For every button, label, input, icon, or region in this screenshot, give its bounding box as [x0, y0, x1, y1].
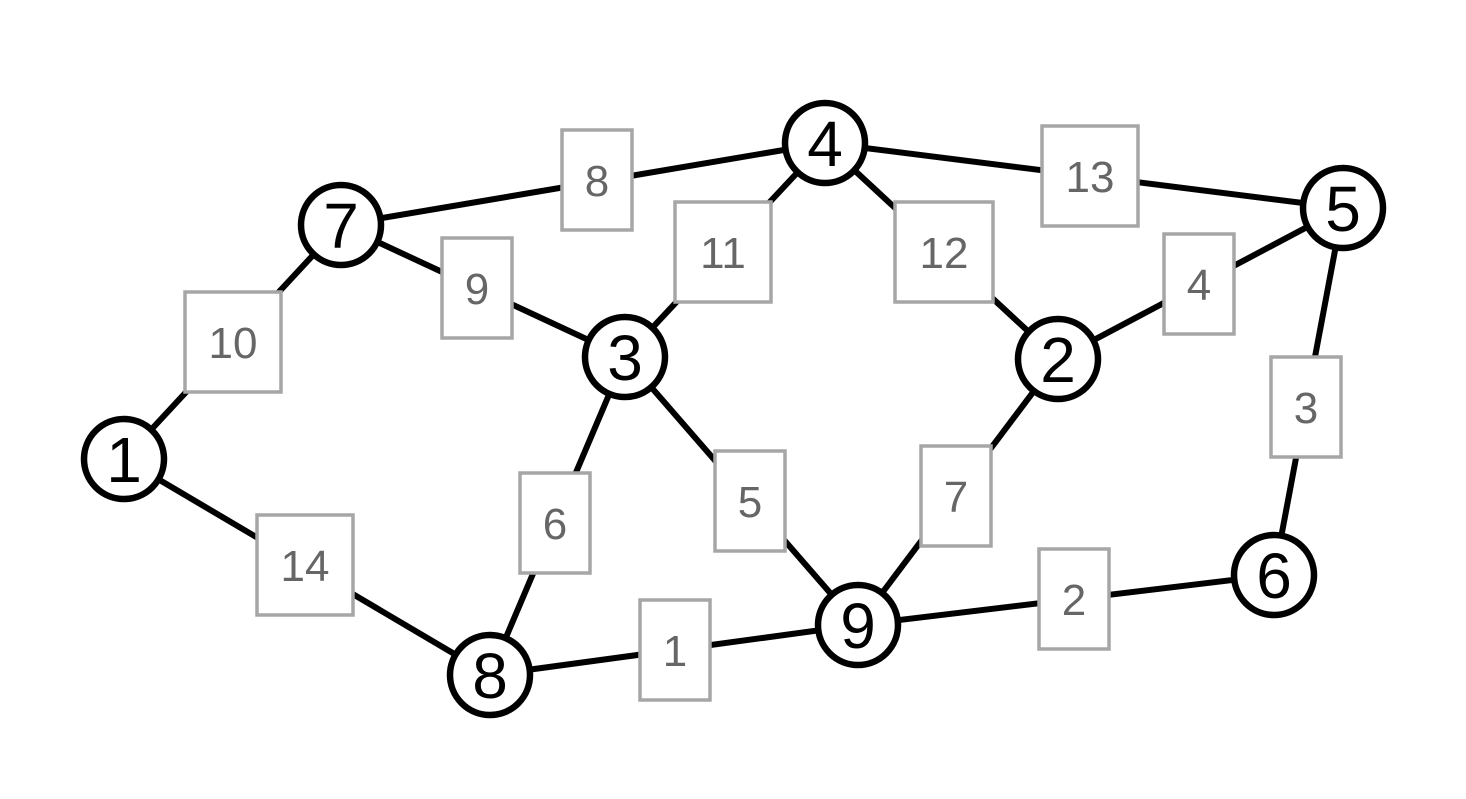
edge-weight-label: 10 [209, 319, 258, 368]
edge-weight-7-3: 9 [440, 236, 514, 340]
edge-weight-box [673, 200, 773, 304]
edge-weight-label: 9 [465, 265, 489, 314]
edge-weight-box [713, 449, 787, 553]
edge-weight-2-9: 7 [919, 444, 993, 548]
node-label: 7 [323, 190, 359, 262]
edge-weight-9-6: 2 [1037, 547, 1111, 651]
edge-weight-box [919, 444, 993, 548]
edge-weight-box [1037, 547, 1111, 651]
edge-weight-3-8: 6 [518, 471, 592, 575]
edge-weight-label: 5 [738, 478, 762, 527]
edge-weight-label: 8 [585, 157, 609, 206]
node-6: 6 [1230, 531, 1318, 619]
edge-weight-2-5: 4 [1162, 232, 1236, 336]
edge-weight-label: 1 [663, 627, 687, 676]
node-2: 2 [1014, 315, 1102, 403]
node-7: 7 [297, 181, 385, 269]
edge-weight-box [638, 598, 712, 702]
edge-weight-4-2: 12 [893, 200, 995, 304]
edge-weights-layer: 10 14 8 9 11 6 5 12 13 4 7 3 2 1 [183, 124, 1343, 702]
edge-weight-1-8: 14 [255, 513, 355, 617]
node-5: 5 [1299, 164, 1387, 252]
node-circle [80, 415, 168, 503]
edge-weight-3-9: 5 [713, 449, 787, 553]
node-4: 4 [781, 99, 869, 187]
node-circle [581, 313, 669, 401]
node-8: 8 [446, 631, 534, 719]
node-9: 9 [814, 581, 902, 669]
edge-weight-4-5: 13 [1040, 124, 1140, 228]
node-label: 2 [1040, 324, 1076, 396]
node-circle [781, 99, 869, 187]
edge-weight-box [1040, 124, 1140, 228]
edge-weight-label: 12 [920, 229, 969, 278]
node-circle [297, 181, 385, 269]
node-3: 3 [581, 313, 669, 401]
edge-weight-box [518, 471, 592, 575]
edge-weight-box [255, 513, 355, 617]
edge-weight-3-4: 11 [673, 200, 773, 304]
edge-weight-8-9: 1 [638, 598, 712, 702]
edge-weight-label: 2 [1062, 576, 1086, 625]
node-label: 6 [1256, 540, 1292, 612]
node-label: 8 [472, 640, 508, 712]
edge-weight-box [1162, 232, 1236, 336]
edge-weight-7-4: 8 [560, 128, 634, 232]
node-circle [814, 581, 902, 669]
edge-weight-label: 7 [944, 473, 968, 522]
edge-weight-box [893, 200, 995, 304]
edge-weight-label: 11 [700, 229, 746, 278]
node-circle [446, 631, 534, 719]
node-label: 3 [607, 322, 643, 394]
node-label: 5 [1325, 173, 1361, 245]
edge-weight-1-7: 10 [183, 290, 283, 394]
node-label: 4 [807, 108, 843, 180]
edge-weight-label: 14 [281, 542, 330, 591]
node-circle [1230, 531, 1318, 619]
node-1: 1 [80, 415, 168, 503]
edge-weight-label: 4 [1187, 261, 1211, 310]
edge-weight-label: 13 [1066, 153, 1115, 202]
edge-weight-box [440, 236, 514, 340]
edge-weight-box [1269, 355, 1343, 459]
node-label: 9 [840, 590, 876, 662]
node-label: 1 [106, 424, 142, 496]
edge-weight-5-6: 3 [1269, 355, 1343, 459]
node-circle [1014, 315, 1102, 403]
edge-weight-label: 6 [543, 500, 567, 549]
edge-weight-box [560, 128, 634, 232]
edge-weight-label: 3 [1294, 384, 1318, 433]
node-circle [1299, 164, 1387, 252]
edge-weight-box [183, 290, 283, 394]
